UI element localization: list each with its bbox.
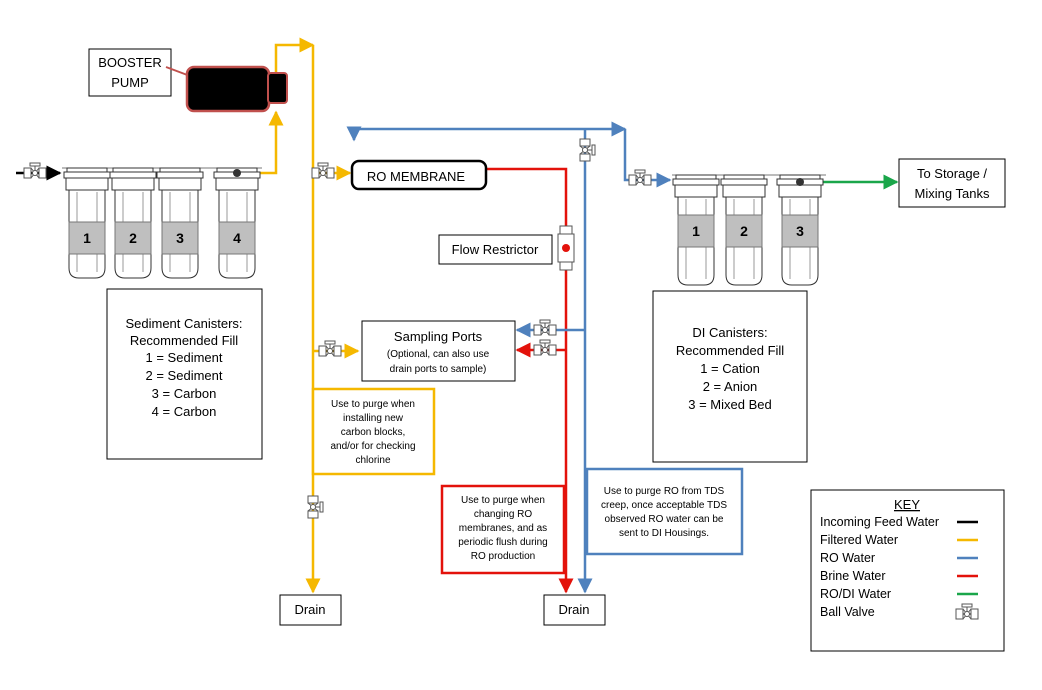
- ro-note-line3: observed RO water can be: [605, 514, 724, 525]
- flow-restrictor-label: Flow Restrictor: [452, 242, 539, 257]
- brine-pipe-membrane-to-drain: [487, 167, 574, 594]
- sediment-legend-item-1: 1 = Sediment: [146, 350, 223, 365]
- booster-pump-body: [185, 65, 271, 113]
- drain-left-label: Drain: [294, 602, 325, 617]
- brine-note-line5: RO production: [471, 551, 535, 562]
- sediment-canister-2-number: 2: [129, 230, 137, 246]
- ro-note-line1: Use to purge RO from TDS: [604, 486, 725, 497]
- ro-pipe-top: [346, 121, 627, 142]
- di-legend-item-3: 3 = Mixed Bed: [688, 397, 771, 412]
- di-canister-1: 1: [672, 174, 720, 286]
- ro-membrane-label: RO MEMBRANE: [367, 169, 466, 184]
- key-item-label: Filtered Water: [820, 533, 898, 547]
- key-item-label: RO/DI Water: [820, 587, 891, 601]
- ro-note-line2: creep, once acceptable TDS: [601, 500, 727, 511]
- filtered-note-line2: installing new: [343, 413, 404, 424]
- sediment-legend-item-3: 3 = Carbon: [152, 386, 217, 401]
- key-item-label: Ball Valve: [820, 605, 875, 619]
- storage-box: To Storage / Mixing Tanks: [898, 158, 1006, 208]
- sediment-legend-title-line2: Recommended Fill: [130, 333, 238, 348]
- drain-right-label: Drain: [558, 602, 589, 617]
- ro-inlet-ball-valve-icon[interactable]: [311, 162, 335, 179]
- di-canister-2: 2: [720, 174, 768, 286]
- di-canister-1-number: 1: [692, 223, 700, 239]
- di-legend-title-line1: DI Canisters:: [692, 325, 767, 340]
- ro-purge-note: Use to purge RO from TDS creep, once acc…: [585, 467, 744, 556]
- filtered-drain-ball-valve-icon[interactable]: [307, 495, 324, 519]
- di-legend: DI Canisters: Recommended Fill 1 = Catio…: [652, 290, 808, 463]
- di-canister-3: 3: [776, 174, 824, 286]
- sediment-canister-4-number: 4: [233, 230, 241, 246]
- filtered-pipe-pump-to-main: [274, 37, 315, 74]
- di-canister-2-number: 2: [740, 223, 748, 239]
- di-canister-3-number: 3: [796, 223, 804, 239]
- key-item-label: RO Water: [820, 551, 875, 565]
- sampling-ports-title: Sampling Ports: [394, 329, 483, 344]
- di-canisters: 1 2 3: [628, 169, 826, 286]
- storage-label-line1: To Storage /: [917, 166, 987, 181]
- di-legend-title-line2: Recommended Fill: [676, 343, 784, 358]
- sediment-canister-3: 3: [156, 167, 204, 279]
- sediment-legend: Sediment Canisters: Recommended Fill 1 =…: [106, 288, 263, 460]
- brine-purge-note: Use to purge when changing RO membranes,…: [440, 484, 566, 575]
- storage-label-line2: Mixing Tanks: [915, 186, 990, 201]
- sediment-canister-1: 1: [63, 167, 111, 279]
- brine-note-line2: changing RO: [474, 509, 533, 520]
- ro-note-line4: sent to DI Housings.: [619, 528, 709, 539]
- booster-pump-motor-cap: [267, 72, 288, 104]
- flow-restrictor: Flow Restrictor: [438, 225, 575, 271]
- di-legend-item-2: 2 = Anion: [703, 379, 758, 394]
- sampling-ports-note-line1: (Optional, can also use: [387, 349, 490, 360]
- brine-note-line4: periodic flush during: [458, 537, 548, 548]
- booster-pump-label-box: [88, 48, 172, 97]
- filtered-note-line5: chlorine: [355, 455, 390, 466]
- sampling-brine-ball-valve-icon[interactable]: [533, 339, 557, 356]
- flow-restrictor-icon: [557, 225, 575, 271]
- drain-left: Drain: [279, 594, 342, 626]
- ro-membrane: RO MEMBRANE: [311, 159, 488, 191]
- sediment-canister-1-number: 1: [83, 230, 91, 246]
- booster-pump: BOOSTER PUMP: [88, 48, 288, 113]
- sediment-legend-item-2: 2 = Sediment: [146, 368, 223, 383]
- sediment-canister-4: 4: [213, 167, 261, 279]
- sediment-legend-item-4: 4 = Carbon: [152, 404, 217, 419]
- sampling-ro-ball-valve-icon[interactable]: [533, 319, 557, 336]
- filtered-note-line1: Use to purge when: [331, 399, 415, 410]
- key-item-label: Brine Water: [820, 569, 886, 583]
- sediment-legend-title-line1: Sediment Canisters:: [125, 316, 242, 331]
- booster-pump-label-line2: PUMP: [111, 75, 149, 90]
- di-legend-item-1: 1 = Cation: [700, 361, 760, 376]
- sampling-ports: Sampling Ports (Optional, can also use d…: [318, 319, 557, 382]
- sediment-canister-2: 2: [109, 167, 157, 279]
- sampling-filtered-ball-valve-icon[interactable]: [318, 340, 342, 357]
- filtered-pipe-canister-to-pump: [240, 110, 284, 175]
- feed-ball-valve-icon[interactable]: [23, 162, 47, 179]
- drain-right: Drain: [543, 594, 606, 626]
- filtered-purge-note: Use to purge when installing new carbon …: [311, 387, 436, 476]
- ro-pipe-to-di: [623, 129, 672, 188]
- brine-note-line1: Use to purge when: [461, 495, 545, 506]
- key-item-label: Incoming Feed Water: [820, 515, 939, 529]
- sampling-ports-note-line2: drain ports to sample): [390, 364, 487, 375]
- booster-pump-label-line1: BOOSTER: [98, 55, 162, 70]
- key-title: KEY: [894, 497, 920, 512]
- filtered-note-line4: and/or for checking: [330, 441, 415, 452]
- filtered-note-line3: carbon blocks,: [341, 427, 405, 438]
- di-inlet-ball-valve-icon[interactable]: [628, 169, 652, 186]
- ro-top-ball-valve-icon[interactable]: [579, 138, 596, 162]
- brine-note-line3: membranes, and as: [459, 523, 547, 534]
- sediment-canister-3-number: 3: [176, 230, 184, 246]
- sediment-canisters: 1 2 3 4: [23, 162, 262, 279]
